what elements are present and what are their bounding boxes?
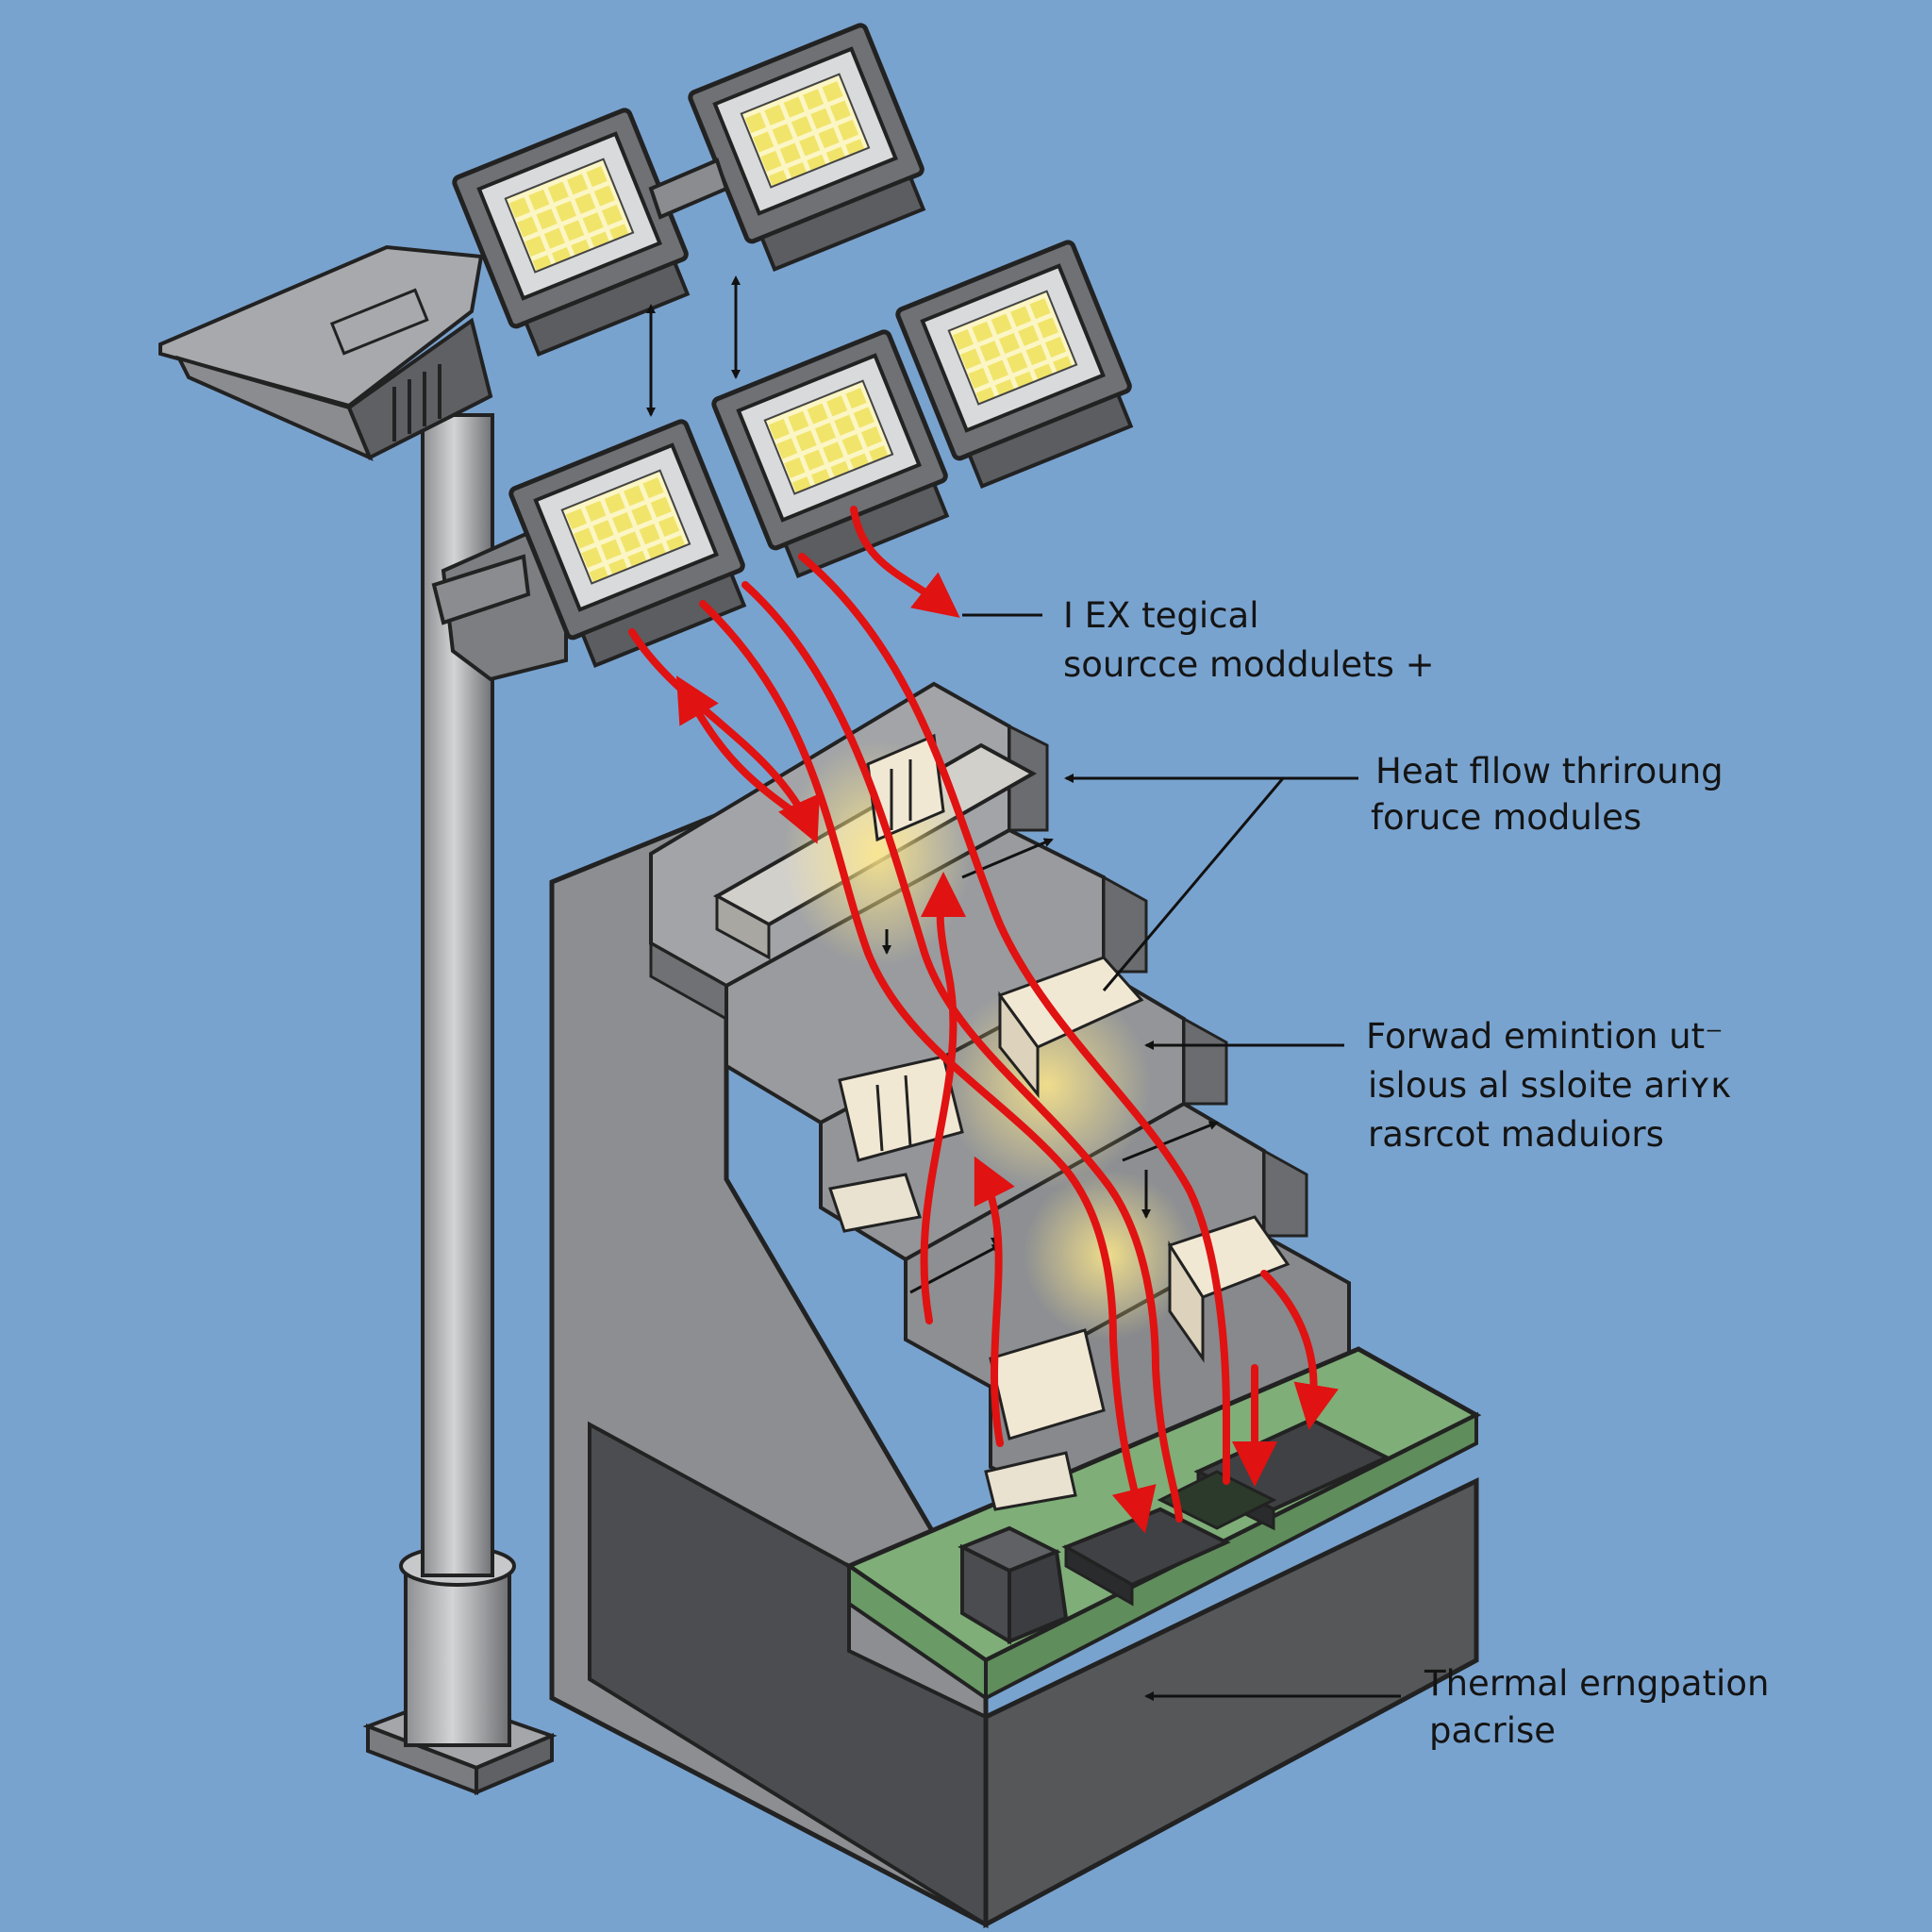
pole-lower-section — [404, 1564, 511, 1747]
pole-top-housing — [158, 244, 484, 408]
heat-flow-arrows — [628, 506, 1339, 1534]
label-led-modules-line2: sourcce moddulets + — [1063, 644, 1435, 685]
led-floodlight-icon — [452, 108, 691, 357]
led-floodlight-icon — [895, 240, 1134, 489]
label-forward-emission-line3: rasrcot maduiors — [1368, 1114, 1664, 1155]
power-module-icon — [984, 1328, 1106, 1511]
callout-leaders — [962, 613, 1401, 1701]
label-heat-flow-line1: Heat fllow thriroung — [1375, 751, 1724, 791]
power-module-icon — [866, 733, 945, 842]
led-floodlight-array — [431, 23, 1134, 668]
heat-flow-arrow-icon — [974, 1156, 1015, 1447]
power-module-icon — [997, 956, 1144, 1099]
label-led-modules-line1: I EX tegical — [1063, 595, 1259, 636]
heat-flow-arrow-icon — [628, 628, 820, 844]
heat-flow-arrow-icon — [920, 872, 966, 1324]
label-forward-emission-line2: islous al ssloite ariʏκ — [1368, 1065, 1731, 1106]
label-heat-flow-line2: foruce modules — [1371, 797, 1641, 838]
power-modules — [828, 733, 1291, 1511]
callout-forward-emission: Forwad emintion ut⁻ islous al ssloite ar… — [1366, 1016, 1731, 1155]
heat-flow-arrow-icon — [1260, 1270, 1339, 1430]
label-thermal-line1: Thermal erngpation — [1424, 1663, 1769, 1704]
heat-flow-arrow-icon — [850, 506, 960, 618]
vent-slots — [392, 364, 441, 441]
connector-block-icon — [958, 1525, 1069, 1645]
label-forward-emission-line1: Forwad emintion ut⁻ — [1366, 1016, 1724, 1057]
heat-flow-arrow-icon — [699, 600, 1157, 1534]
ic-chips — [958, 1417, 1391, 1645]
heat-flow-arrow-icon — [741, 581, 1183, 1523]
power-module-icon — [1167, 1215, 1291, 1363]
callout-thermal: Thermal erngpation pacrise — [1424, 1663, 1769, 1751]
label-thermal-line2: pacrise — [1429, 1710, 1556, 1751]
heat-flow-arrow-icon — [675, 675, 810, 824]
street-pole — [158, 244, 568, 1796]
callout-led-modules: I EX tegical sourcce moddulets + — [1063, 595, 1435, 685]
heat-flow-arrow-icon — [798, 553, 1230, 1485]
heatsink-assembly — [549, 681, 1482, 1929]
led-floodlight-icon — [508, 419, 747, 668]
led-floodlight-icon — [688, 23, 926, 272]
callout-heat-flow: Heat fllow thriroung foruce modules — [1371, 751, 1724, 838]
led-floodlight-icon — [711, 329, 950, 578]
power-module-icon — [828, 1055, 964, 1233]
